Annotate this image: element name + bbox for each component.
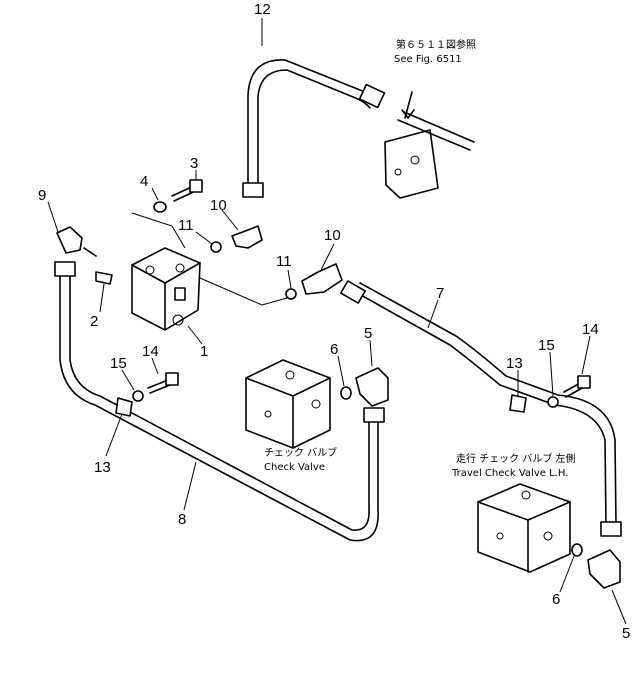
part-number-14-left: 14 bbox=[142, 343, 159, 360]
hose-8 bbox=[54, 261, 385, 542]
elbow-10-lower bbox=[301, 263, 343, 295]
part-number-3: 3 bbox=[190, 155, 198, 172]
part-number-13-left: 13 bbox=[94, 459, 111, 476]
part-number-10-lower: 10 bbox=[324, 227, 341, 244]
bolt-3 bbox=[171, 179, 203, 202]
part-number-11-lower: 11 bbox=[276, 253, 292, 270]
part-number-9: 9 bbox=[38, 187, 46, 204]
part-number-11-upper: 11 bbox=[178, 217, 194, 234]
part-number-5-right: 5 bbox=[622, 625, 630, 642]
o-ring-11-lower bbox=[285, 288, 297, 300]
travel-check-valve-lh bbox=[477, 483, 571, 573]
fig-ref-jp: 第６５１１図参照 bbox=[396, 38, 476, 51]
fig-6511-unit bbox=[384, 91, 475, 199]
part-number-4: 4 bbox=[140, 173, 148, 190]
valve-block-1 bbox=[131, 247, 201, 331]
clamp-13-left bbox=[115, 397, 133, 417]
assembly-line-1 bbox=[131, 212, 186, 249]
elbow-5-center bbox=[355, 367, 389, 407]
part-number-7: 7 bbox=[436, 285, 444, 302]
hose-7 bbox=[340, 280, 622, 537]
part-number-10-upper: 10 bbox=[210, 197, 227, 214]
assembly-line-2 bbox=[199, 277, 288, 306]
part-number-5-center: 5 bbox=[364, 325, 372, 342]
part-number-2: 2 bbox=[90, 313, 98, 330]
clamp-13-right bbox=[509, 394, 527, 413]
elbow-10-upper bbox=[231, 225, 263, 249]
part-number-6-center: 6 bbox=[330, 341, 338, 358]
part-number-6-right: 6 bbox=[552, 591, 560, 608]
part-number-15-right: 15 bbox=[538, 337, 555, 354]
fitting-2 bbox=[95, 271, 113, 285]
elbow-5-right bbox=[587, 549, 621, 589]
o-ring-6-right bbox=[571, 543, 583, 557]
part-number-15-left: 15 bbox=[110, 355, 127, 372]
part-number-8: 8 bbox=[178, 511, 186, 528]
fig-ref-en: See Fig. 6511 bbox=[394, 54, 462, 65]
washer-4 bbox=[153, 201, 167, 213]
bolt-14-left bbox=[147, 372, 179, 394]
elbow-9 bbox=[56, 226, 97, 257]
check-valve-en: Check Valve bbox=[264, 462, 325, 473]
o-ring-6-center bbox=[340, 386, 352, 400]
washer-15-left bbox=[132, 390, 144, 402]
captions: 第６５１１図参照 See Fig. 6511 チェック バルブ Check Va… bbox=[264, 38, 576, 479]
travel-check-valve-en: Travel Check Valve L.H. bbox=[451, 468, 568, 479]
part-number-14-right: 14 bbox=[582, 321, 599, 338]
part-number-13-right: 13 bbox=[506, 355, 523, 372]
hose-12 bbox=[242, 59, 386, 198]
leader-lines bbox=[47, 18, 627, 625]
washer-15-right bbox=[547, 396, 559, 408]
part-number-1: 1 bbox=[200, 343, 208, 360]
travel-check-valve-jp: 走行 チェック バルブ 左側 bbox=[456, 452, 576, 465]
bolt-14-right bbox=[563, 375, 591, 398]
part-number-labels: 12 3 4 9 10 11 10 11 2 1 7 5 6 14 15 13 … bbox=[38, 1, 630, 642]
check-valve bbox=[245, 359, 331, 449]
o-ring-11-upper bbox=[210, 241, 222, 253]
check-valve-jp: チェック バルブ bbox=[264, 446, 337, 459]
part-number-12: 12 bbox=[254, 1, 271, 18]
